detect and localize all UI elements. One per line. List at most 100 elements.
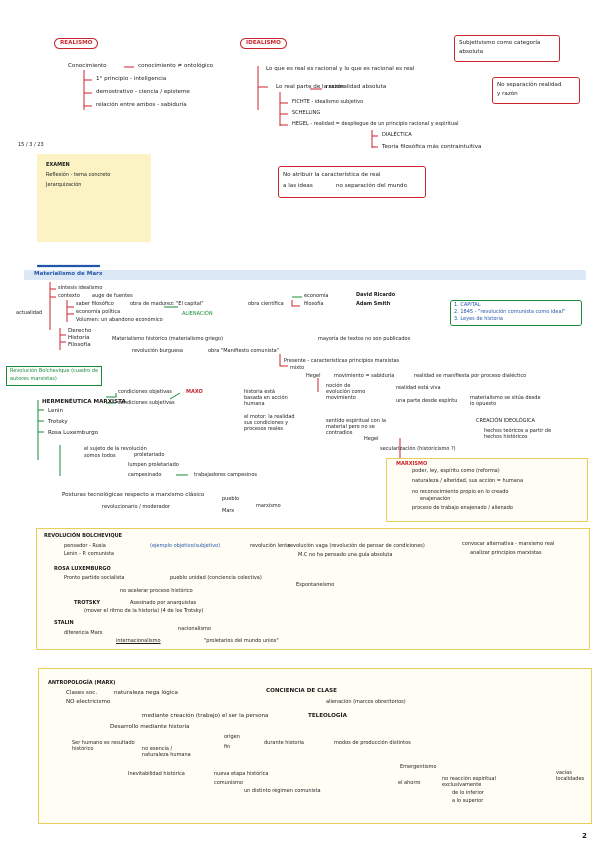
marx-p4e: Hegel <box>364 436 379 442</box>
realismo-line-1: Conocimiento <box>68 63 107 69</box>
ideas-line-3: no separación del mundo <box>336 183 408 189</box>
realismo-line-2: 1° principio - inteligencia <box>96 76 167 82</box>
idealismo-line-2: Lo real parte de la razón <box>276 84 345 90</box>
marx-d2b: Materialismo histórico (materialismo gri… <box>112 336 224 342</box>
marx-a5b: ALIENACIÓN <box>182 311 213 317</box>
subjetivismo-line-2: absoluta <box>459 49 484 55</box>
hermeneutica-h6d: Marx <box>222 508 235 514</box>
an-l2b: alienación (marcos obreritorios) <box>326 699 406 705</box>
hermeneutica-h5f: trabajadores campesinos <box>194 472 257 478</box>
rb-l1: pensador - Rusia <box>64 543 106 549</box>
hermeneutica-lenin: Lenin <box>48 408 64 414</box>
green-box-line-1: Revolución Bolchevique (cuadro de <box>10 368 99 374</box>
rb-s3: internacionalismo <box>116 638 161 644</box>
idealismo-line-7: Teoría filosófica más contraintuitiva <box>382 144 482 150</box>
an-l6: Inevitabilidad histórica <box>128 771 185 777</box>
marx-a2b: auge de fuentes <box>92 293 133 299</box>
marx-a3b: obra de madurez: "El capital" <box>130 301 204 307</box>
an-l5b: no esencia / naturaleza humana <box>142 746 191 758</box>
hermeneutica-rosa: Rosa Luxemburgo <box>48 430 99 436</box>
marx-d3: Filosofía <box>68 342 91 348</box>
rb-l1c: revolución lenta <box>250 543 291 549</box>
hermeneutica-h6: Posturas tecnológicas respecto a marxism… <box>62 492 205 498</box>
exam-item-2: Jerarquización <box>46 182 82 188</box>
realismo-line-4: relación entre ambos - sabiduría <box>96 102 187 108</box>
marx-a3f: David Ricardo <box>356 292 396 298</box>
rb-s3b: "proletarios del mundo unios" <box>204 638 279 644</box>
capital-list-1: 1. CAPITAL <box>454 302 481 308</box>
ideas-box <box>278 166 426 198</box>
hermeneutica-h6c: pueblo <box>222 496 240 502</box>
marx-title: Materialismo de Marx <box>34 271 103 277</box>
marx-p2c: realidad se manifiesta por proceso dialé… <box>414 373 527 379</box>
exam-item-1: Reflexión - tema concreto <box>46 172 111 178</box>
marx-d2c: mayoría de textos no son publicados <box>318 336 411 342</box>
marx-d3c: obra "Manifiesto comunista" <box>208 348 279 354</box>
rb-s1: STALIN <box>54 620 74 626</box>
marx-a5: Volumen: un abandono económico <box>76 317 163 323</box>
rb-r3: no acelerar proceso histórico <box>120 588 193 594</box>
idealismo-line-6: DIALÉCTICA <box>382 132 412 138</box>
marx-a3: saber filosófico <box>76 301 114 307</box>
marx-a3c: obra científica <box>248 301 284 307</box>
bolchevique-panel <box>36 528 590 650</box>
exam-sticky-note <box>37 154 151 242</box>
marx-title-band <box>24 270 586 280</box>
yp-item-4: enajenación <box>420 496 451 502</box>
idealismo-line-1: Lo que es real es racional y lo que es r… <box>266 66 415 72</box>
rb-t1: TROTSKY <box>74 600 101 606</box>
yp-item-1: poder, ley, espíritu como (reforma) <box>412 468 500 474</box>
separacion-line-1: No separación realidad <box>497 82 562 88</box>
hermeneutica-h5e: campesinado <box>128 472 162 478</box>
realismo-pill: REALISMO <box>54 38 99 49</box>
an-l6d: un distinto régimen comunista <box>244 788 321 794</box>
subjetivismo-box <box>454 35 560 62</box>
rb-t1c: (mover el ritmo de la historia) (4 de lo… <box>84 608 204 614</box>
an-l1c: CONCIENCIA DE CLASE <box>266 688 337 694</box>
marx-p3c: realidad está viva <box>396 385 441 391</box>
yp-item-5: proceso de trabajo enajenado / alienado <box>412 505 513 511</box>
marx-a3e: filosofía <box>304 301 324 307</box>
hermeneutica-trotsky: Trotsky <box>48 419 68 425</box>
an-l1: Clases soc. <box>66 690 98 696</box>
an-l6c: comunismo <box>214 780 243 786</box>
marx-p4g: hechos teóricos a partir de hechos histó… <box>484 428 552 440</box>
yp-title: MARXISMO <box>396 461 428 467</box>
hermeneutica-h5c: proletariado <box>134 452 165 458</box>
green-box-line-2: autores marxistas) <box>10 376 57 382</box>
separacion-box <box>492 77 580 104</box>
rb-l2b: M.C no ha pensado una guía absoluta <box>298 552 393 558</box>
rb-l2: Lenin - P. comunista <box>64 551 114 557</box>
hermeneutica-h5: el sujeto de la revolución <box>84 446 147 452</box>
hermeneutica-h1b: condiciones objetivas <box>118 389 172 395</box>
marx-p5: secularización (historicismo ?) <box>380 446 456 452</box>
idealismo-pill: IDEALISMO <box>240 38 287 49</box>
an-l7f: vacías localidades <box>556 770 585 782</box>
an-l4: Desarrollo mediante historia <box>110 724 190 730</box>
hermeneutica-h1c: condiciones subjetivas <box>118 400 175 406</box>
rb-s2b: nacionalismo <box>178 626 211 632</box>
rb-l2c: analizar principios marxistas <box>470 550 542 556</box>
yp-item-3: no reconocimiento propio en lo creado <box>412 489 509 495</box>
rb-r1: ROSA LUXEMBURGO <box>54 566 111 572</box>
an-l1b: naturaleza nega lógica <box>114 690 178 696</box>
yp-item-2: naturaleza / alteridad, sus acción = hum… <box>412 478 524 484</box>
marx-d3b: revolución burguesa <box>132 348 183 354</box>
hermeneutica-maxo: MAXO <box>186 389 203 395</box>
marxismo-yellow-panel <box>386 458 588 522</box>
realismo-line-1b: conocimiento ≠ ontológico <box>138 63 214 69</box>
hermeneutica-h5d: lumpen proletariado <box>128 462 179 468</box>
an-title: ANTROPOLOGÍA (MARX) <box>48 680 116 686</box>
marx-p4f: CREACIÓN IDEOLÓGICA <box>476 418 535 424</box>
ideas-line-2: a las ideas <box>283 183 313 189</box>
an-l2: NO electricismo <box>66 699 111 705</box>
page-number: 2 <box>582 832 587 840</box>
hermeneutica-h6e: marxismo <box>256 503 281 509</box>
marx-a2: contexto <box>58 293 80 299</box>
ideas-line-1: No atribuir la característica de real <box>283 172 381 178</box>
marx-p4d: materialismo se sitúa desde lo opuesto <box>470 395 541 407</box>
marx-a1: síntesis idealismo <box>58 285 103 291</box>
marx-p4c: una parte desde espíritu <box>396 398 458 404</box>
marx-a3g: Adam Smith <box>356 301 391 307</box>
bolchevique-green-box <box>6 366 102 386</box>
